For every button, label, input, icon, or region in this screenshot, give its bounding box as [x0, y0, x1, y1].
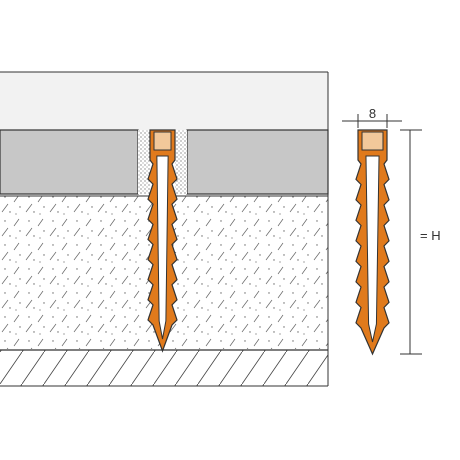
joint-adhesive-left	[138, 130, 150, 194]
joint-adhesive-right	[175, 130, 187, 194]
width-label: 8	[369, 106, 376, 121]
profile-installed	[147, 129, 178, 353]
tile-left	[0, 129, 139, 195]
height-label: = H	[420, 228, 441, 243]
profile-detail	[355, 129, 390, 356]
profile-detail-insert	[361, 131, 384, 151]
tile-right	[186, 129, 329, 195]
base-layer-hatch	[0, 350, 328, 386]
profile-installed-slot	[156, 155, 169, 340]
profile-installed-insert	[153, 131, 172, 151]
profile-detail-slot	[365, 155, 380, 343]
upper-background	[0, 72, 328, 130]
